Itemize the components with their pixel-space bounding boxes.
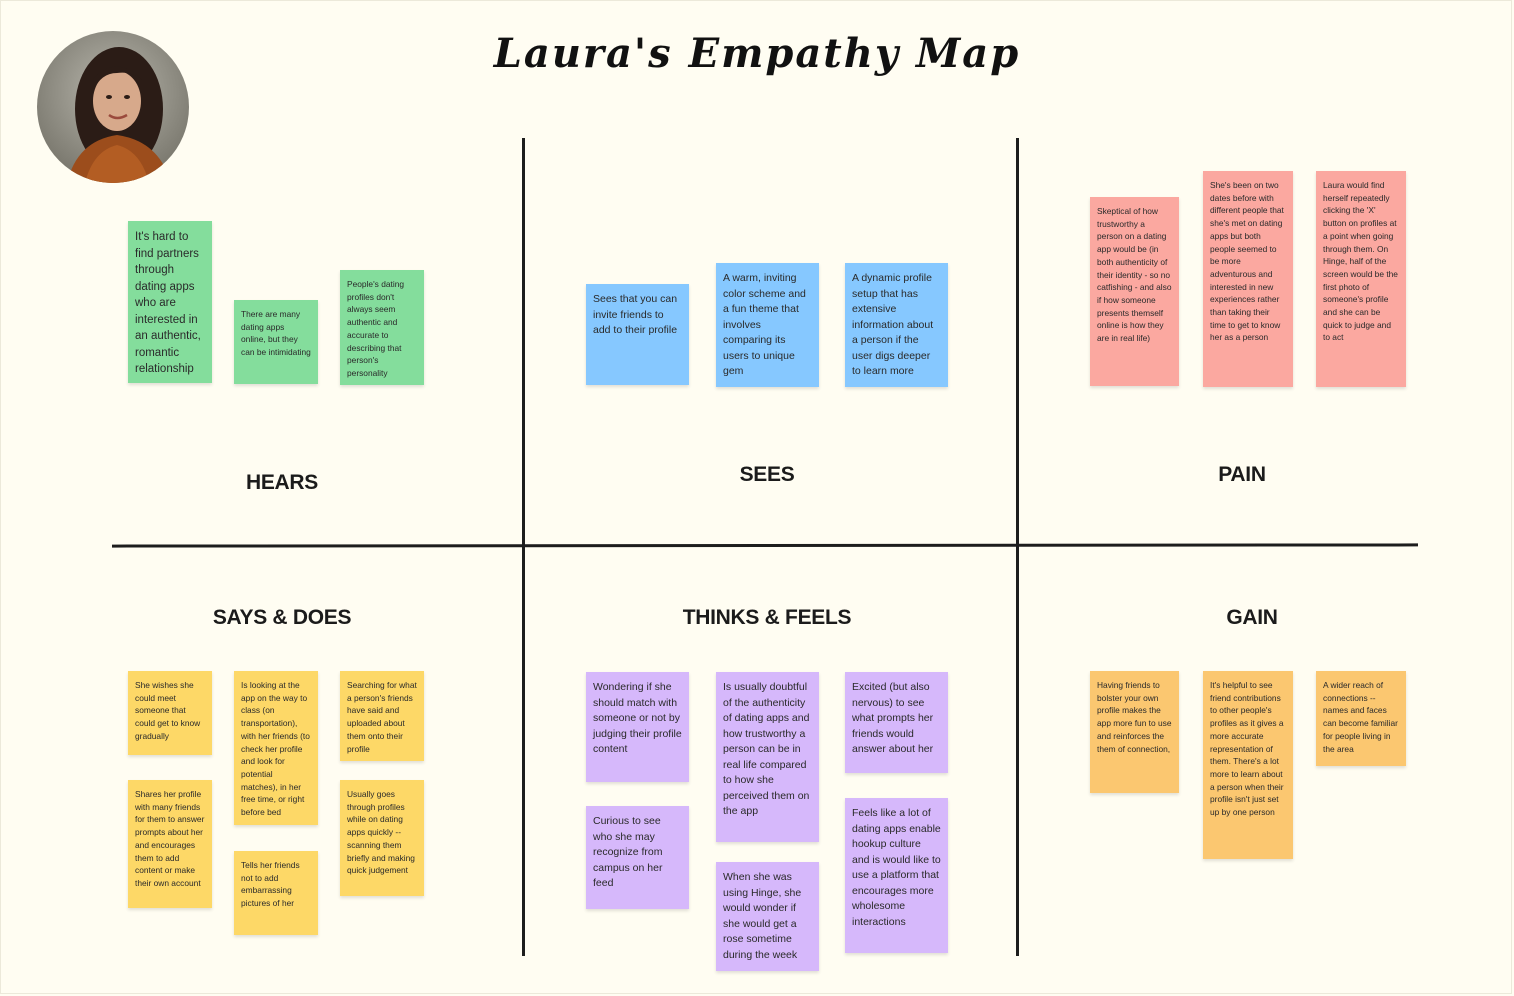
divider-vertical-left (522, 138, 525, 956)
heading-thinks-feels: THINKS & FEELS (682, 606, 852, 629)
sticky-note[interactable]: Excited (but also nervous) to see what p… (845, 672, 948, 773)
sticky-note[interactable]: Curious to see who she may recognize fro… (586, 806, 689, 909)
sticky-note[interactable]: A wider reach of connections -- names an… (1316, 671, 1406, 766)
sticky-note[interactable]: Skeptical of how trustworthy a person on… (1090, 197, 1179, 386)
page-title: Laura's Empathy Map (493, 30, 1021, 77)
sticky-note[interactable]: Tells her friends not to add embarrassin… (234, 851, 318, 935)
sticky-note[interactable]: She's been on two dates before with diff… (1203, 171, 1293, 387)
heading-hears: HEARS (245, 471, 318, 494)
sticky-note[interactable]: Shares her profile with many friends for… (128, 780, 212, 908)
heading-says-does: SAYS & DOES (212, 606, 352, 629)
sticky-note[interactable]: It's helpful to see friend contributions… (1203, 671, 1293, 859)
sticky-note[interactable]: There are many dating apps online, but t… (234, 300, 318, 384)
sticky-note[interactable]: People's dating profiles don't always se… (340, 270, 424, 385)
sticky-note[interactable]: Laura would find herself repeatedly clic… (1316, 171, 1406, 387)
avatar (37, 31, 189, 183)
sticky-note[interactable]: A dynamic profile setup that has extensi… (845, 263, 948, 387)
sticky-note[interactable]: Having friends to bolster your own profi… (1090, 671, 1179, 793)
sticky-note[interactable]: Usually goes through profiles while on d… (340, 780, 424, 896)
sticky-note[interactable]: Is usually doubtful of the authenticity … (716, 672, 819, 842)
sticky-note[interactable]: It's hard to find partners through datin… (128, 221, 212, 383)
sticky-note[interactable]: Searching for what a person's friends ha… (340, 671, 424, 761)
heading-sees: SEES (739, 463, 795, 486)
sticky-note[interactable]: When she was using Hinge, she would wond… (716, 862, 819, 971)
sticky-note[interactable]: Wondering if she should match with someo… (586, 672, 689, 782)
sticky-note[interactable]: Is looking at the app on the way to clas… (234, 671, 318, 825)
divider-vertical-right (1016, 138, 1019, 956)
sticky-note[interactable]: Sees that you can invite friends to add … (586, 284, 689, 385)
sticky-note[interactable]: Feels like a lot of dating apps enable h… (845, 798, 948, 953)
sticky-note[interactable]: A warm, inviting color scheme and a fun … (716, 263, 819, 387)
sticky-note[interactable]: She wishes she could meet someone that c… (128, 671, 212, 755)
heading-gain: GAIN (1226, 606, 1278, 629)
heading-pain: PAIN (1218, 463, 1266, 486)
